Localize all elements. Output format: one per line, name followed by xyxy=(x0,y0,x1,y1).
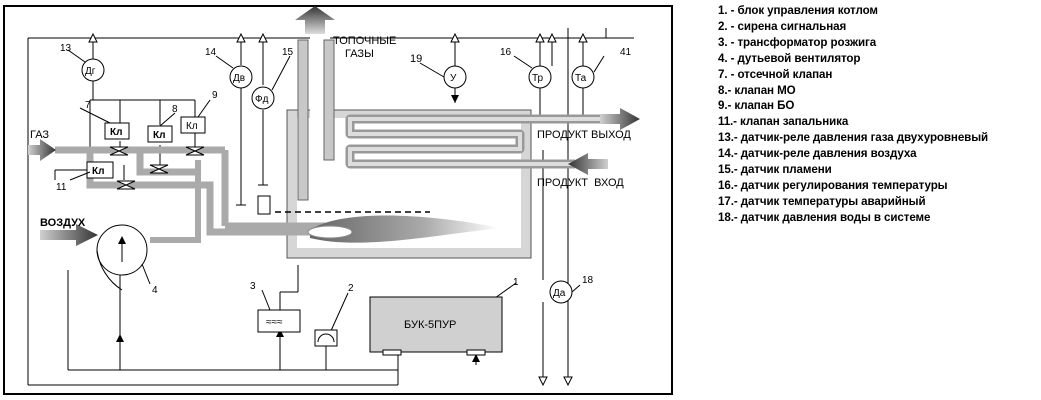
alarm-siren xyxy=(314,329,338,347)
legend-item: 13.- датчик-реле давления газа двухуровн… xyxy=(718,131,989,145)
valve-11-symbol: Кл xyxy=(92,166,104,177)
flue-walls xyxy=(297,39,335,201)
flue-duct xyxy=(297,20,330,210)
air-in-arrow xyxy=(40,224,98,246)
valve-11 xyxy=(86,161,136,190)
boiler-control-scheme: ≈≈≈ ТОПОЧНЫЕ ГАЗЫ ГАЗ ВОЗДУХ ПРОДУКТ ВЫХ… xyxy=(3,5,673,395)
scheme-labels: ТОПОЧНЫЕ ГАЗЫ ГАЗ ВОЗДУХ ПРОДУКТ ВЫХОД П… xyxy=(30,35,632,331)
label-product-out: ПРОДУКТ ВЫХОД xyxy=(537,129,631,141)
burner-flame xyxy=(310,215,500,243)
component-4-number: 4 xyxy=(152,285,158,296)
valve-7-number: 7 xyxy=(85,100,91,111)
signal-arrows xyxy=(88,32,588,387)
component-3-number: 3 xyxy=(250,281,256,292)
label-air-in: ВОЗДУХ xyxy=(40,217,86,229)
sensor-14-number: 14 xyxy=(205,47,217,58)
sensor-15-number: 15 xyxy=(282,47,294,58)
legend-list: 1. - блок управления котлом 2. - сирена … xyxy=(718,3,1038,226)
sensor-18-number: 18 xyxy=(582,275,594,286)
sensor-13-symbol: Дг xyxy=(85,66,96,77)
sensor-41-symbol: Та xyxy=(575,73,587,84)
legend-item: 9.- клапан БО xyxy=(718,99,795,113)
label-gas-in: ГАЗ xyxy=(30,129,49,141)
sensor-16-number: 16 xyxy=(500,47,512,58)
label-controller: БУК-5ПУР xyxy=(404,319,456,331)
valve-9-symbol: Кл xyxy=(186,121,198,132)
valve-7 xyxy=(104,122,130,156)
svg-text:≈≈≈: ≈≈≈ xyxy=(266,317,283,328)
valve-7-symbol: Кл xyxy=(110,127,122,138)
component-1-number: 1 xyxy=(513,277,519,288)
legend-item: 2. - сирена сигнальная xyxy=(718,19,847,33)
valve-9-number: 9 xyxy=(212,90,218,101)
legend-item: 1. - блок управления котлом xyxy=(718,4,878,17)
leader-lines xyxy=(67,49,605,334)
valve-8 xyxy=(147,125,173,174)
label-flue-gases-line1: ТОПОЧНЫЕ xyxy=(333,35,396,47)
controller-unit xyxy=(369,296,503,353)
sensor-16-symbol: Тр xyxy=(532,73,544,84)
valve-11-number: 11 xyxy=(56,182,67,193)
air-duct xyxy=(150,160,201,243)
product-in-arrow xyxy=(568,153,608,175)
label-product-in: ПРОДУКТ ВХОД xyxy=(537,177,624,189)
sensor-18-symbol: Да xyxy=(553,288,566,299)
label-flue-gases-line2: ГАЗЫ xyxy=(345,48,374,60)
solid-arrows xyxy=(116,95,480,362)
valve-9 xyxy=(180,116,206,156)
scheme-frame xyxy=(3,5,673,395)
legend-item: 14.- датчик-реле давления воздуха xyxy=(718,147,917,161)
legend-item: 7. - отсечной клапан xyxy=(718,67,833,81)
component-2-number: 2 xyxy=(348,283,354,294)
sensor-19-symbol: У xyxy=(450,73,457,84)
legend-item: 11.- клапан запальника xyxy=(718,115,849,129)
legend-item: 16.- датчик регулирования температуры xyxy=(718,178,948,192)
sensor-19-number: 19 xyxy=(410,53,422,65)
legend-item: 4. - дутьевой вентилятор xyxy=(718,51,861,65)
legend-item: 15.- датчик пламени xyxy=(718,163,832,177)
product-out-arrow xyxy=(600,108,640,130)
igniter xyxy=(257,195,271,215)
sensor-14-symbol: Дв xyxy=(233,73,245,84)
legend-item: 8.- клапан МО xyxy=(718,83,796,97)
legend-item: 3. - трансформатор розжига xyxy=(718,35,877,49)
sensor-41-number: 41 xyxy=(620,47,632,58)
sensor-13-number: 13 xyxy=(60,43,72,54)
flue-gas-arrow xyxy=(295,6,335,34)
ignition-transformer xyxy=(257,309,301,333)
legend-item: 18.- датчик давления воды в системе xyxy=(718,210,931,224)
sensor-circles xyxy=(81,58,595,304)
valve-8-symbol: Кл xyxy=(153,130,165,141)
legend-item: 17.- датчик температуры аварийный xyxy=(718,194,926,208)
sensor-15-symbol: Фд xyxy=(255,94,269,105)
gas-in-arrow xyxy=(28,139,56,161)
control-wiring xyxy=(27,28,634,386)
valve-8-number: 8 xyxy=(172,104,178,115)
